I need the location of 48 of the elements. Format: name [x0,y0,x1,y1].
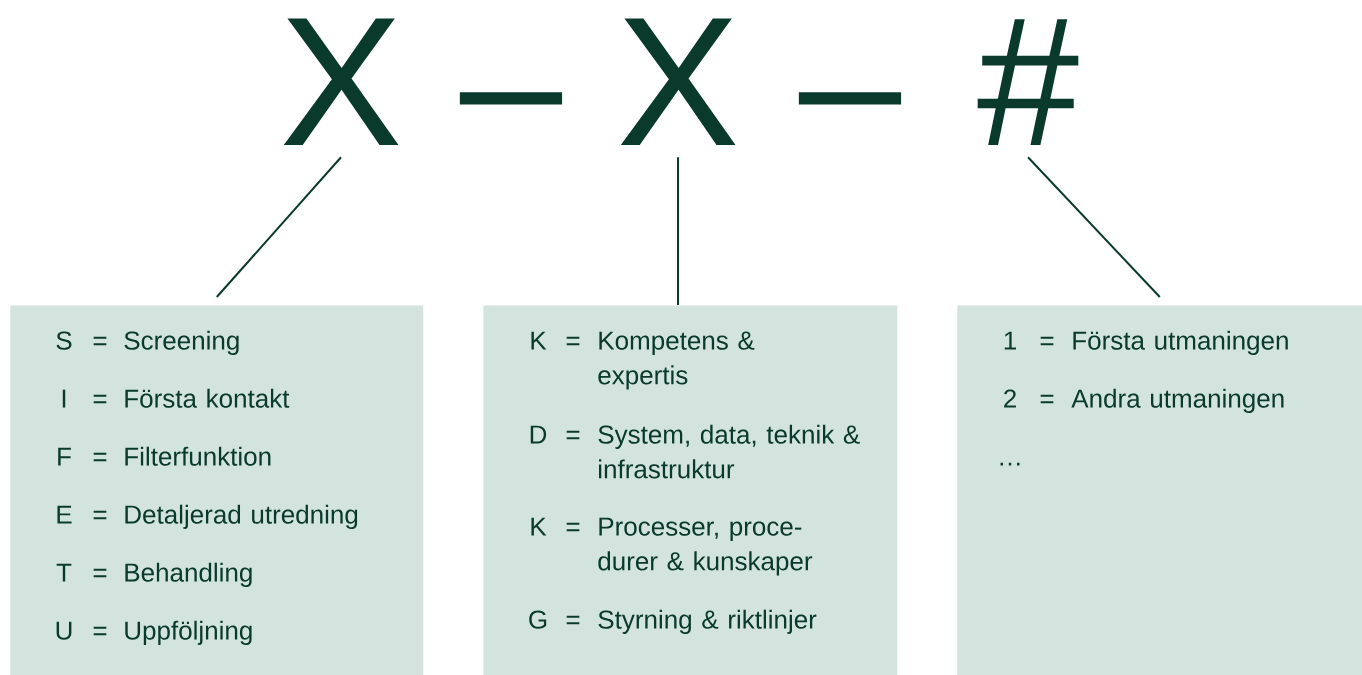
large-character: X [620,18,736,145]
legend-panel [483,305,898,675]
equals-sign: = [93,336,107,346]
large-character: X [283,18,399,145]
code-letter: I [62,389,66,408]
leader-line [1027,156,1161,298]
code-meaning: Andra utmaningen [1071,388,1284,413]
equals-sign: = [93,568,107,578]
large-dash: – [459,92,563,105]
code-meaning: Första utmaningen [1073,330,1288,355]
code-meaning: Behandling [125,562,252,587]
equals-sign: = [1040,336,1054,346]
leader-line [215,156,342,298]
code-letter: K [531,331,547,350]
code-meaning: Första kontakt [125,388,290,408]
code-letter: D [530,425,547,444]
code-meaning: Uppföljning [125,620,252,645]
code-letter: U [56,621,72,640]
code-letter: … [1000,462,1020,466]
equals-sign: = [566,336,580,346]
code-letter: F [58,447,71,466]
legend-panel [10,305,424,675]
code-meaning: Kompetens & expertis [598,331,755,390]
code-meaning: System, data, teknik & infrastruktur [598,424,860,479]
leader-line [677,156,679,306]
code-meaning: Detaljerad utredning [125,504,358,529]
code-letter: S [56,331,72,350]
code-meaning: Filterfunktion [125,446,271,466]
code-meaning: Screening [124,330,239,355]
code-meaning: Styrning & riktlinjer [598,609,817,634]
equals-sign: = [93,626,107,636]
code-letter: G [529,610,547,629]
equals-sign: = [566,430,580,440]
code-meaning: Processer, proce- durer & kunskaper [598,517,813,576]
code-letter: 2 [1004,389,1016,408]
equals-sign: = [566,522,580,532]
code-letter: 1 [1004,331,1016,350]
equals-sign: = [1040,394,1054,404]
equals-sign: = [93,394,107,404]
code-letter: K [531,517,547,536]
large-character: # [977,19,1079,145]
legend-panel [957,305,1362,675]
code-letter: T [56,563,72,582]
equals-sign: = [93,452,107,462]
equals-sign: = [566,615,580,625]
code-letter: E [57,505,72,524]
equals-sign: = [93,510,107,520]
large-dash: – [798,92,902,105]
